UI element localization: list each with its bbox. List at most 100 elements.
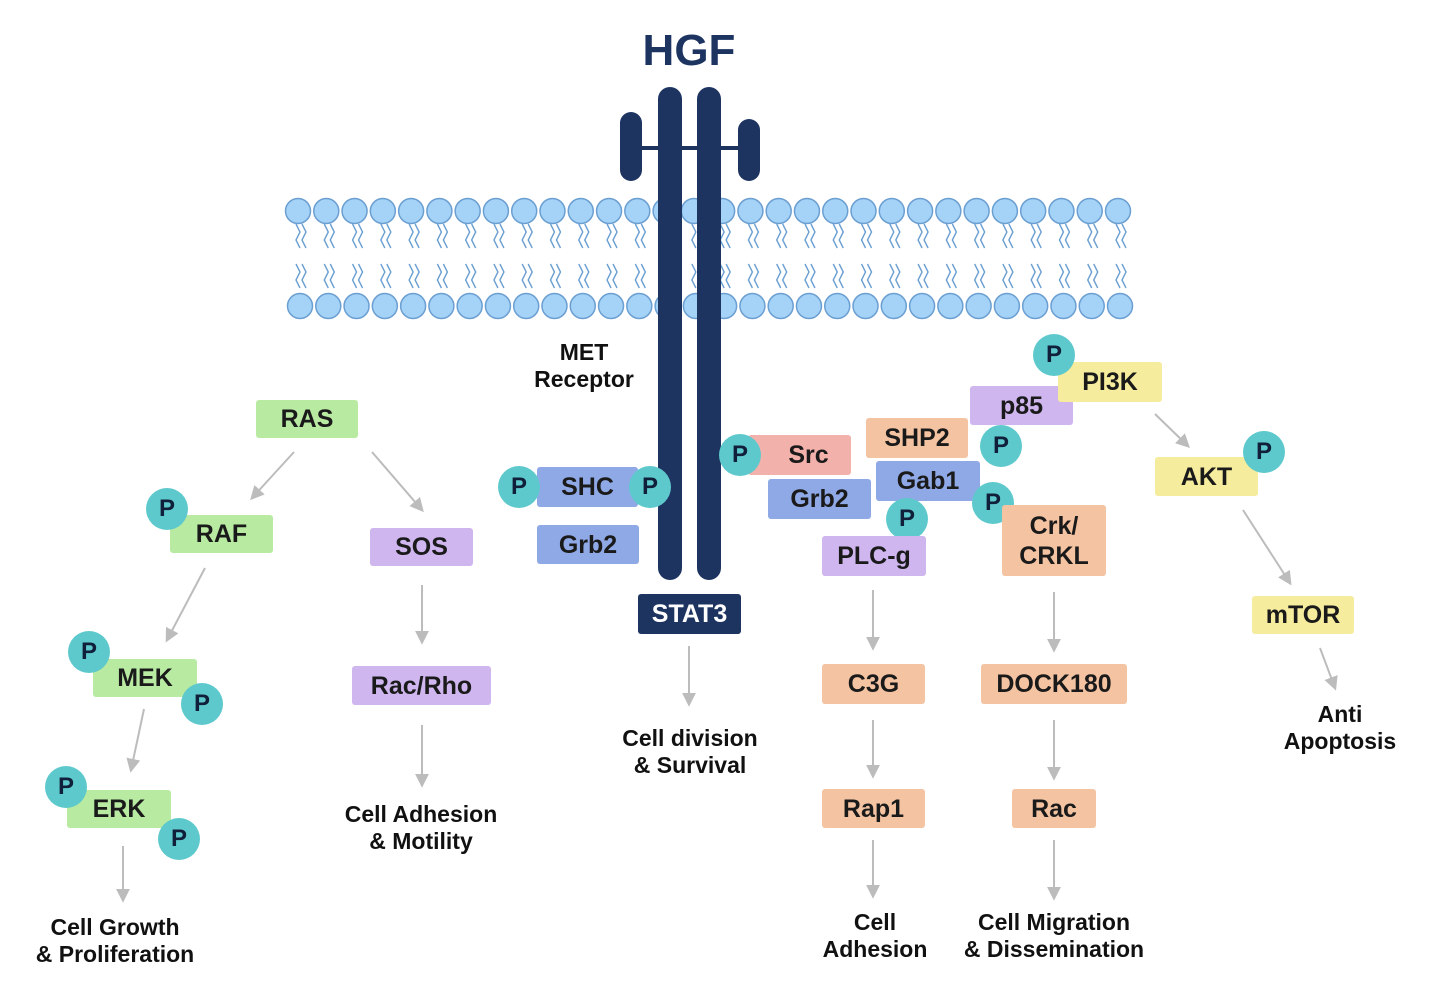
lipid-tail [380,263,386,289]
src-phospho-badge: P [719,434,761,476]
lipid-head-inner [512,292,540,320]
outcome-cell-migration-line1: Cell Migration [977,909,1131,935]
crk-label: Crk/ [1029,511,1079,540]
lipid-tail [583,263,590,289]
lipid-tail [1008,223,1014,249]
crkl-label: CRKL [1019,541,1089,570]
lipid-tail [301,263,307,289]
lipid-tail [917,263,923,289]
gab1-node: Gab1 [876,461,980,501]
lipid-head-inner [1021,292,1049,320]
grb2-left-node: Grb2 [537,525,639,564]
lipid-tail [577,263,584,289]
lipid-head-inner [597,292,625,320]
lipid-tail [493,223,499,249]
lipid-head-outer [906,197,934,225]
receptor-chain-right [697,87,721,580]
receptor-arm-left [620,112,642,181]
lipid-tail [753,223,760,249]
lipid-tail [1058,223,1065,249]
lipid-head-outer [991,197,1019,225]
lipid-tail [386,223,392,249]
met-receptor [620,87,760,580]
lipid-head-inner [1106,292,1134,320]
shc-node: SHC [537,467,638,507]
outcome-cell-adhesion: Cell Adhesion [800,909,950,963]
met-receptor-label-line2: Receptor [534,366,634,392]
lipid-tail [1086,263,1093,289]
shc-phospho-badge-right: P [629,466,671,508]
plc-g-node: PLC-g [822,536,926,576]
mtor-node: mTOR [1252,596,1354,634]
rac-rho-node: Rac/Rho [352,666,491,705]
receptor-arm-right [738,119,760,181]
p85-node: p85 [970,386,1073,425]
akt-phospho-badge: P [1243,431,1285,473]
lipid-tail [301,223,307,249]
lipid-head-inner [908,292,936,320]
lipid-tail [945,223,952,249]
lipid-tail [577,223,584,249]
lipid-head-inner [343,292,370,320]
lipid-head-outer [765,197,792,225]
pi3k-phospho-badge: P [1033,334,1075,376]
lipid-tail [295,263,301,289]
sos-node: SOS [370,528,473,566]
lipid-tail [464,223,471,249]
lipid-head-inner [823,292,851,320]
lipid-tail [549,223,556,249]
lipid-tail [527,263,533,289]
lipid-head-outer [539,197,566,225]
lipid-tail [1030,223,1036,249]
lipid-head-outer [737,197,764,225]
lipid-tail [838,263,845,289]
lipid-tail [329,223,336,249]
lipid-tail [357,223,364,249]
grb2-right-node: Grb2 [768,479,871,519]
akt-node: AKT [1155,457,1258,496]
lipid-tail [810,263,816,289]
lipid-tail [606,223,612,249]
lipid-tail [973,223,980,249]
raf-phospho-badge: P [146,488,188,530]
lipid-tail [866,223,873,249]
lipid-tail [499,263,505,289]
outcome-cell-migration: Cell Migration & Dissemination [944,909,1164,963]
lipid-tail [781,223,788,249]
lipid-tail [923,263,929,289]
lipid-head-outer [850,197,877,225]
shc-phospho-badge-left: P [498,466,540,508]
lipid-tail [725,223,731,249]
lipid-head-outer [1076,197,1103,225]
lipid-tail [1086,223,1093,249]
outcome-anti-apoptosis-line2: Apoptosis [1283,728,1397,754]
lipid-tail [1064,263,1071,289]
lipid-head-inner [428,292,455,320]
lipid-tail [555,223,562,249]
pathway-arrow [1242,509,1292,586]
rac-node: Rac [1012,789,1096,828]
lipid-tail [329,263,336,289]
mek-phospho-badge-2: P [181,683,223,725]
dock180-node: DOCK180 [981,664,1127,704]
lipid-tail [414,263,420,289]
pathway-arrow [126,708,145,773]
lipid-tail [380,223,386,249]
lipid-head-outer [397,197,425,225]
lipid-head-inner [937,292,964,320]
lipid-tail [691,263,697,289]
lipid-tail [1002,263,1008,289]
lipid-head-outer [510,197,538,225]
lipid-tail [923,223,929,249]
lipid-tail [357,263,364,289]
lipid-tail [804,223,810,249]
lipid-tail [838,223,845,249]
outcome-adhesion-motility-line1: Cell Adhesion [344,801,498,827]
lipid-tail [470,263,477,289]
outcome-anti-apoptosis: Anti Apoptosis [1265,701,1415,755]
lipid-tail [691,223,697,249]
lipid-tail [521,263,527,289]
lipid-head-inner [626,292,653,320]
gab1-phospho-badge-bottom: P [886,498,928,540]
lipid-tail [775,263,782,289]
